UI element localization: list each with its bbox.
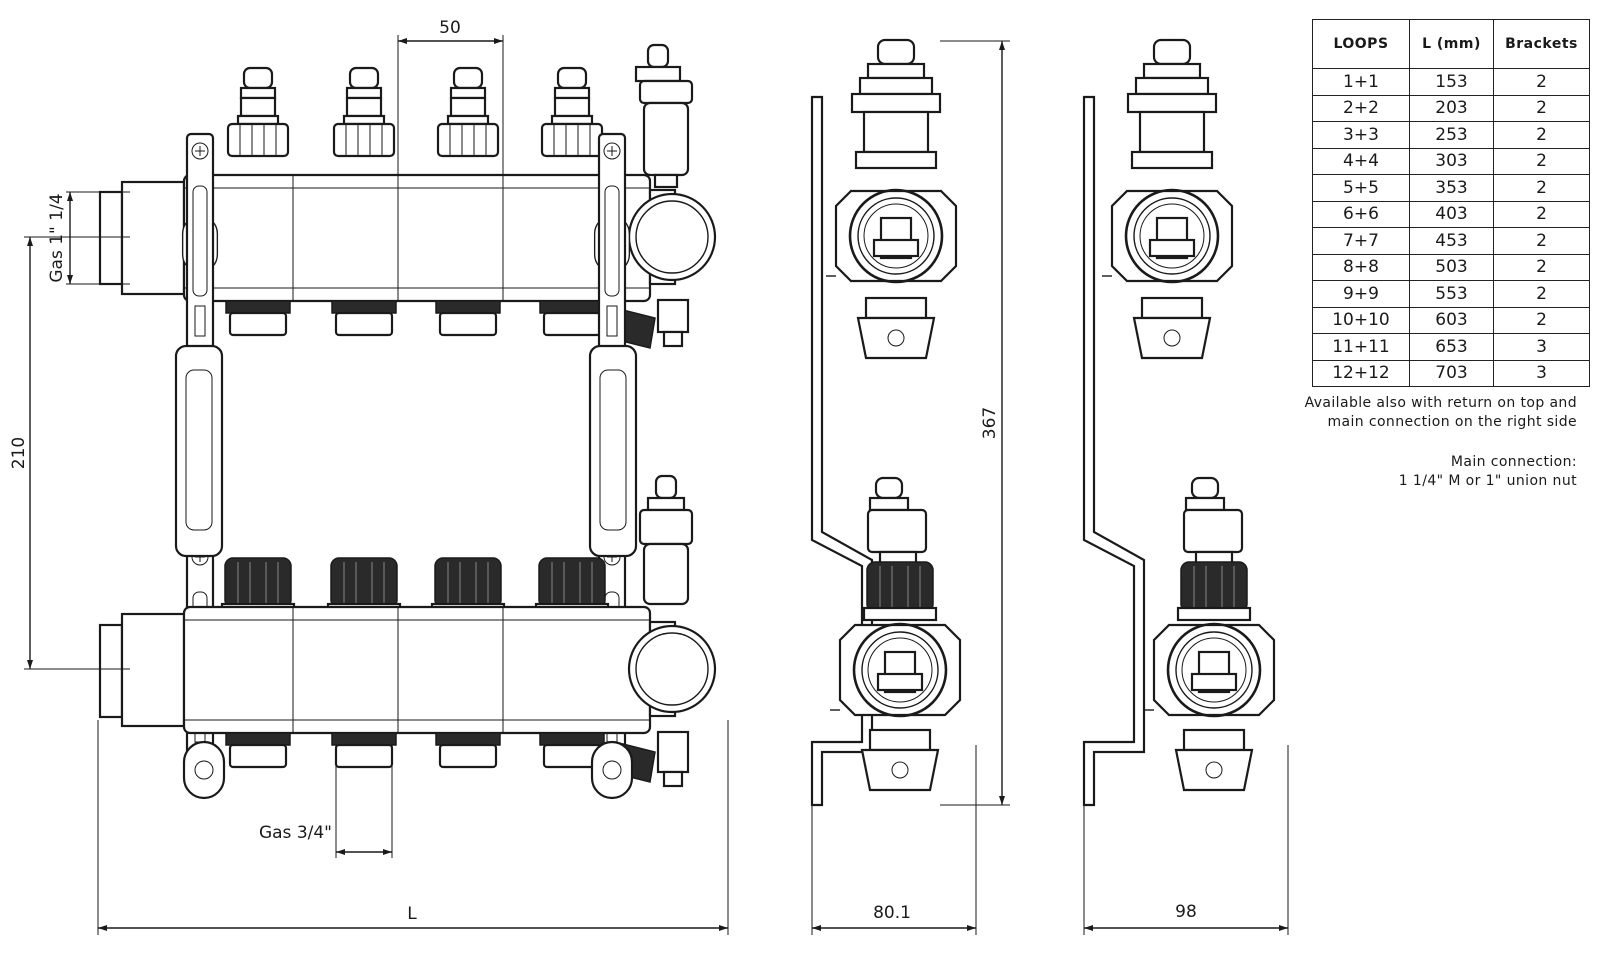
cell-loops: 1+1 (1312, 68, 1410, 96)
cell-length: 303 (1409, 147, 1494, 175)
cell-loops: 4+4 (1312, 147, 1410, 175)
cell-loops: 11+11 (1312, 333, 1410, 361)
centers-dimension: 210 (9, 437, 29, 469)
table-header-row: LOOPS L (mm) Brackets (1312, 19, 1590, 69)
cell-brackets: 2 (1493, 174, 1590, 202)
availability-note-line2: main connection on the right side (1327, 414, 1577, 430)
cell-brackets: 2 (1493, 68, 1590, 96)
main-thread-dimension: Gas 1" 1/4 (47, 193, 67, 282)
cell-length: 553 (1409, 280, 1494, 308)
main-connection-note-line2: 1 1/4" M or 1" union nut (1398, 473, 1577, 489)
cell-length: 353 (1409, 174, 1494, 202)
front-view (98, 43, 717, 800)
cell-brackets: 2 (1493, 121, 1590, 149)
side-height-dimension: 367 (980, 407, 1000, 439)
cell-length: 253 (1409, 121, 1494, 149)
cell-brackets: 2 (1493, 253, 1590, 281)
availability-note-line1: Available also with return on top and (1304, 395, 1577, 411)
side-view-b: 98 (1082, 38, 1289, 935)
main-connection-note-line1: Main connection: (1450, 454, 1577, 470)
depth-b-dimension: 98 (1175, 902, 1197, 922)
cell-length: 453 (1409, 227, 1494, 255)
main-connection-note: Main connection: 1 1/4" M or 1" union nu… (1399, 453, 1577, 491)
cell-length: 153 (1409, 68, 1494, 96)
depth-a-dimension: 80.1 (873, 903, 911, 923)
cell-brackets: 2 (1493, 200, 1590, 228)
cell-brackets: 2 (1493, 306, 1590, 334)
cell-length: 703 (1409, 359, 1494, 387)
cell-loops: 3+3 (1312, 121, 1410, 149)
front-view-dimensions: 50 Gas 1" 1/4 210 Gas 3/4" L (9, 18, 729, 935)
cell-loops: 2+2 (1312, 94, 1410, 122)
col-header-loops: LOOPS (1312, 19, 1410, 69)
outlet-thread-dimension: Gas 3/4" (259, 823, 332, 843)
cell-length: 653 (1409, 333, 1494, 361)
cell-loops: 8+8 (1312, 253, 1410, 281)
cell-brackets: 2 (1493, 227, 1590, 255)
cell-loops: 5+5 (1312, 174, 1410, 202)
cell-brackets: 3 (1493, 333, 1590, 361)
col-header-brackets: Brackets (1493, 19, 1590, 69)
cell-loops: 7+7 (1312, 227, 1410, 255)
col-header-length: L (mm) (1409, 19, 1494, 69)
cell-brackets: 2 (1493, 94, 1590, 122)
cell-loops: 10+10 (1312, 306, 1410, 334)
cell-length: 503 (1409, 253, 1494, 281)
cell-loops: 9+9 (1312, 280, 1410, 308)
cell-length: 603 (1409, 306, 1494, 334)
cell-brackets: 2 (1493, 147, 1590, 175)
cell-loops: 6+6 (1312, 200, 1410, 228)
cell-loops: 12+12 (1312, 359, 1410, 387)
availability-note: Available also with return on top and ma… (1305, 394, 1577, 432)
cell-length: 403 (1409, 200, 1494, 228)
length-dimension: L (407, 904, 417, 924)
cell-length: 203 (1409, 94, 1494, 122)
cell-brackets: 2 (1493, 280, 1590, 308)
cell-brackets: 3 (1493, 359, 1590, 387)
pitch-dimension: 50 (439, 18, 461, 38)
side-view-a: 367 80.1 (810, 38, 1010, 935)
